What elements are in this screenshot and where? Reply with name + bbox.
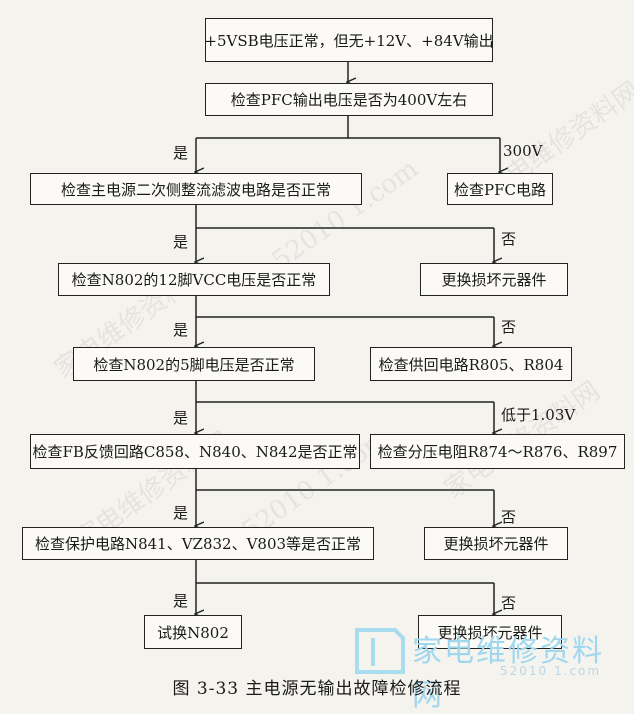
node-replace-1: 更换损坏元器件 bbox=[420, 263, 568, 296]
label-yes: 是 bbox=[173, 409, 189, 427]
node-check-protect: 检查保护电路N841、VZ832、V803等是否正常 bbox=[22, 527, 374, 560]
label-below: 低于1.03V bbox=[501, 406, 576, 424]
node-start: +5VSB电压正常，但无+12V、+84V输出 bbox=[204, 18, 494, 62]
label-no: 否 bbox=[501, 318, 517, 336]
node-check-supply: 检查供回电路R805、R804 bbox=[370, 347, 572, 381]
label-yes: 是 bbox=[173, 504, 189, 522]
node-try-replace: 试换N802 bbox=[144, 615, 242, 649]
label-no: 否 bbox=[501, 508, 517, 526]
site-logo-icon bbox=[355, 628, 405, 674]
label-yes: 是 bbox=[173, 321, 189, 339]
node-replace-3: 更换损坏元器件 bbox=[418, 615, 562, 649]
label-no: 否 bbox=[501, 594, 517, 612]
node-check-secondary: 检查主电源二次侧整流滤波电路是否正常 bbox=[30, 173, 362, 205]
node-check-divider: 检查分压电阻R874～R876、R897 bbox=[370, 434, 625, 469]
label-no: 否 bbox=[501, 230, 517, 248]
node-check-pfc-voltage: 检查PFC输出电压是否为400V左右 bbox=[205, 83, 493, 116]
logo-subtext: 52010 1.com bbox=[500, 664, 602, 678]
node-check-vcc: 检查N802的12脚VCC电压是否正常 bbox=[58, 263, 330, 296]
node-check-pin5: 检查N802的5脚电压是否正常 bbox=[73, 347, 315, 381]
node-check-pfc-circuit: 检查PFC电路 bbox=[447, 173, 553, 205]
label-yes: 是 bbox=[173, 233, 189, 251]
label-300v: 300V bbox=[503, 142, 543, 160]
node-check-fb: 检查FB反馈回路C858、N840、N842是否正常 bbox=[30, 434, 360, 469]
label-yes: 是 bbox=[173, 592, 189, 610]
figure-caption: 图 3-33 主电源无输出故障检修流程 bbox=[172, 679, 462, 699]
label-yes: 是 bbox=[173, 144, 189, 162]
node-replace-2: 更换损坏元器件 bbox=[424, 527, 568, 560]
